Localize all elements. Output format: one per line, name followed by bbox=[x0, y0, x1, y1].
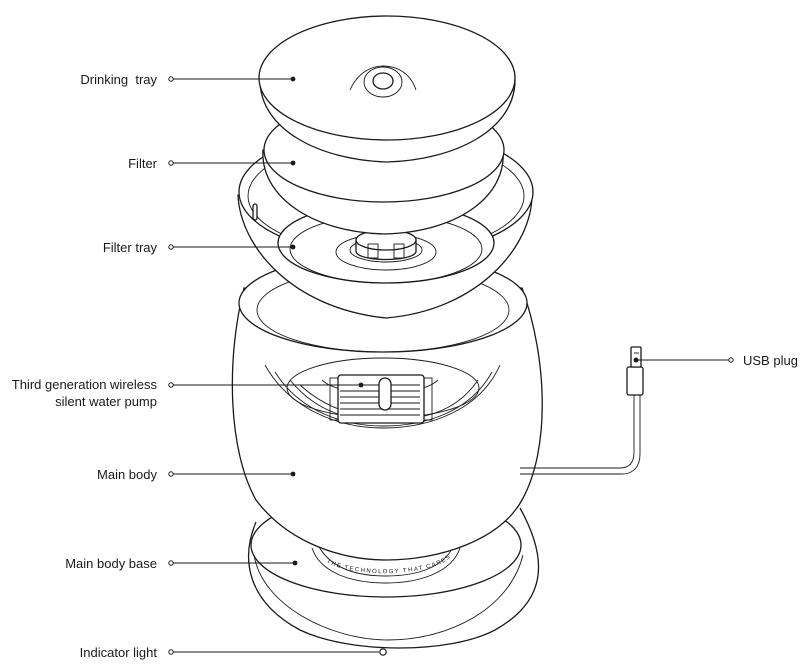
indicator-light-dot bbox=[379, 648, 387, 656]
leader-drinking-tray bbox=[168, 76, 296, 82]
label-indicator-light: Indicator light bbox=[80, 645, 158, 660]
label-drinking-tray: Drinking tray bbox=[80, 72, 157, 87]
leader-filter-tray bbox=[168, 244, 296, 250]
label-filter: Filter bbox=[128, 156, 158, 171]
leader-main-body bbox=[168, 471, 296, 477]
leader-lines bbox=[168, 76, 734, 655]
usb-cable-part bbox=[520, 346, 644, 475]
leader-indicator-light bbox=[168, 649, 379, 655]
label-water-pump-line1: Third generation wireless bbox=[12, 377, 158, 392]
leader-filter bbox=[168, 160, 296, 166]
label-usb-plug: USB plug bbox=[743, 353, 798, 368]
label-filter-tray: Filter tray bbox=[103, 240, 158, 255]
label-water-pump-line2: silent water pump bbox=[55, 394, 157, 409]
leader-usb-plug bbox=[633, 357, 734, 363]
leader-main-body-base bbox=[168, 560, 298, 566]
label-main-body: Main body bbox=[97, 467, 157, 482]
water-pump-part bbox=[329, 374, 433, 424]
leader-water-pump bbox=[168, 382, 364, 388]
labels: Drinking tray Filter Filter tray Third g… bbox=[12, 72, 798, 660]
label-main-body-base: Main body base bbox=[65, 556, 157, 571]
drinking-tray-part bbox=[258, 15, 516, 163]
